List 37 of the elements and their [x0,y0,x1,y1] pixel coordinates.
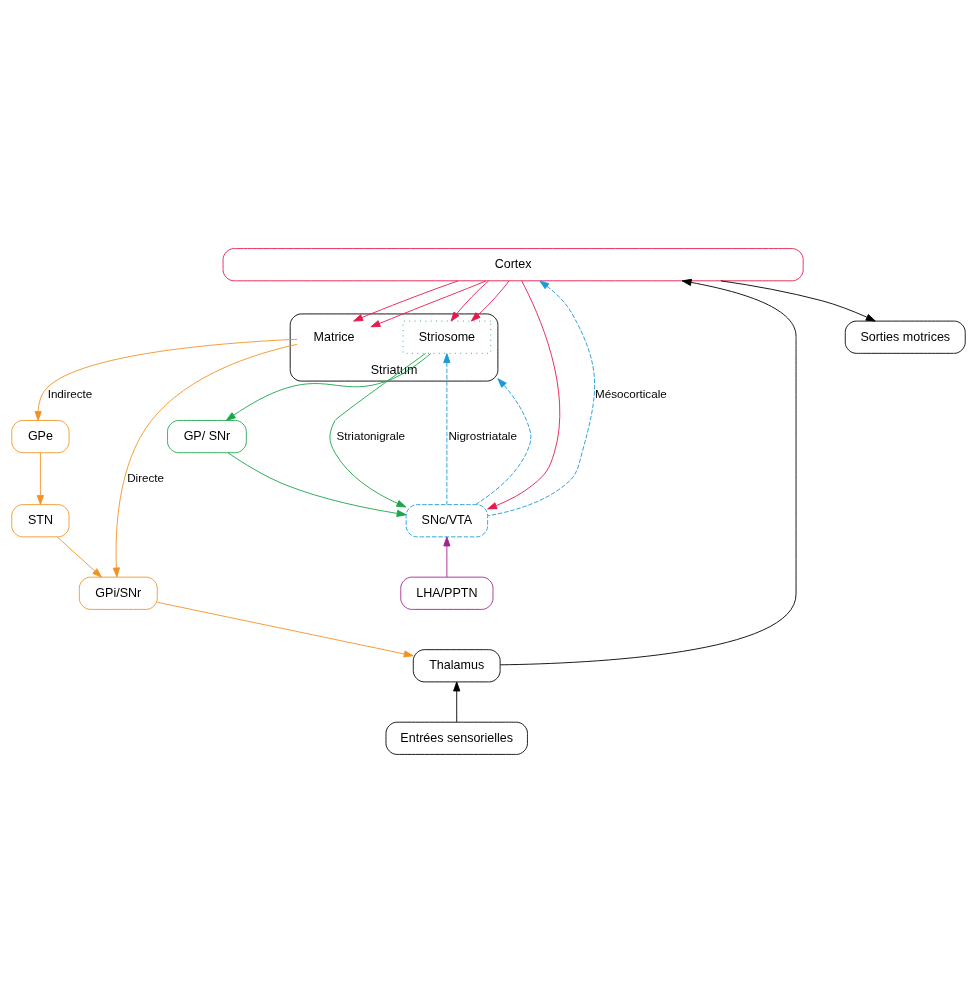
arrow [112,343,298,578]
arrow [450,280,490,322]
arrow [443,353,451,505]
arrow [720,280,876,322]
node-box: Striosome [402,320,492,354]
arrow [353,280,459,322]
node-box: Thalamus [412,649,501,683]
arrow [470,280,510,322]
node-box: Sorties motrices [844,320,966,354]
arrow [443,536,451,578]
node-text: Matrice [313,329,355,344]
arrow [56,536,102,578]
arrow [34,338,298,421]
edge-label: Mésocorticale [594,386,667,400]
arrow [157,601,414,658]
arrow [329,352,427,508]
arrow [499,278,797,666]
arrow [475,378,532,505]
arrow [36,452,44,505]
node-box: Cortex [222,248,804,282]
node-box: SNc/VTA [405,504,489,538]
edge-label: Striatonigrale [336,428,406,442]
node-box: Entrées sensorielles [385,721,528,755]
node-box: LHA/PPTN [400,576,494,610]
node-box: GP/ SNr [167,420,247,454]
arrow [225,353,432,421]
arrow [227,452,407,517]
arrow [487,280,595,517]
node-box: GPi/SNr [78,576,158,610]
arrow [487,280,561,510]
arrow [453,681,461,723]
arrow [370,280,487,328]
edge-label: Indirecte [47,386,93,400]
edge-label: Directe [127,470,165,484]
node-box: GPe [11,420,70,454]
node-box: STN [11,504,70,538]
edge-label: Nigrostriatale [448,428,517,442]
